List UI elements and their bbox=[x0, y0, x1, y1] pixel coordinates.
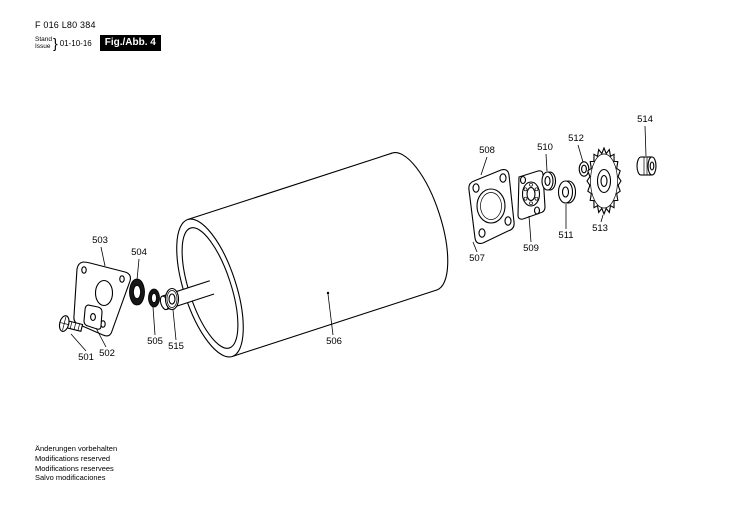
leader-515 bbox=[172, 309, 177, 341]
part-501-screw bbox=[58, 315, 84, 332]
leader-507 bbox=[472, 241, 478, 253]
part-label-508: 508 bbox=[479, 145, 495, 156]
part-label-501: 501 bbox=[78, 352, 94, 363]
figure-number-badge: Fig./Abb. 4 bbox=[99, 35, 161, 51]
document-header: F 016 L80 384 Stand Issue } 01-10-16 Fig… bbox=[35, 20, 161, 51]
leader-504 bbox=[136, 258, 140, 281]
part-510-washer bbox=[541, 171, 557, 191]
leader-512 bbox=[577, 144, 584, 163]
footer-line-es: Salvo modificaciones bbox=[35, 473, 106, 483]
legal-footer: Änderungen vorbehalten Modifications res… bbox=[35, 444, 117, 483]
leader-510 bbox=[545, 153, 548, 172]
part-512-retaining-ring bbox=[578, 161, 590, 177]
part-label-502: 502 bbox=[99, 348, 115, 359]
part-511-washer bbox=[557, 180, 577, 204]
part-509-bearing bbox=[517, 170, 546, 220]
part-label-511: 511 bbox=[558, 230, 573, 241]
footer-line-de: Änderungen vorbehalten bbox=[35, 444, 118, 453]
part-label-515: 515 bbox=[168, 341, 184, 352]
footer-line-fr: Modifications reservees bbox=[35, 463, 114, 473]
footer-line-en: Modifications reserved bbox=[35, 453, 111, 463]
part-labels: 501 502 503 504 505 506 507 508 509 510 … bbox=[78, 114, 653, 363]
leader-503 bbox=[100, 246, 106, 267]
issue-label: Issue bbox=[35, 43, 51, 50]
leader-502 bbox=[95, 327, 107, 348]
part-506-roller-drum bbox=[159, 152, 449, 358]
part-label-505: 505 bbox=[147, 336, 163, 347]
leader-506 bbox=[327, 293, 334, 336]
part-label-507: 507 bbox=[469, 253, 485, 264]
part-514-nut bbox=[636, 156, 657, 176]
leader-501 bbox=[70, 333, 87, 352]
leader-509 bbox=[528, 215, 532, 243]
part-label-512: 512 bbox=[568, 133, 584, 144]
document-part-number: F 016 L80 384 bbox=[35, 20, 96, 30]
part-label-509: 509 bbox=[523, 243, 539, 254]
part-label-504: 504 bbox=[131, 247, 147, 258]
issue-brace: } bbox=[53, 35, 58, 51]
part-label-503: 503 bbox=[92, 235, 108, 246]
leader-514 bbox=[644, 125, 647, 157]
leader-lines bbox=[70, 125, 647, 352]
part-515-washer bbox=[164, 287, 180, 311]
part-502-clamp-plate bbox=[83, 304, 103, 330]
leader-505 bbox=[152, 306, 156, 336]
part-label-514: 514 bbox=[637, 114, 653, 125]
part-505-washer bbox=[148, 288, 160, 308]
issue-date: 01-10-16 bbox=[59, 38, 92, 48]
part-508-bearing-flange bbox=[468, 169, 515, 244]
issue-row: Stand Issue } 01-10-16 Fig./Abb. 4 bbox=[35, 35, 161, 51]
part-504-sealing-ring bbox=[129, 278, 145, 306]
leader-506-dot bbox=[326, 291, 330, 295]
part-label-510: 510 bbox=[537, 142, 553, 153]
leader-508 bbox=[480, 156, 488, 176]
stand-label: Stand bbox=[35, 36, 52, 43]
leader-513 bbox=[600, 214, 604, 223]
part-513-sprocket bbox=[586, 146, 622, 216]
issue-labels: Stand Issue bbox=[35, 36, 52, 50]
part-label-513: 513 bbox=[592, 223, 608, 234]
part-label-506: 506 bbox=[326, 336, 342, 347]
